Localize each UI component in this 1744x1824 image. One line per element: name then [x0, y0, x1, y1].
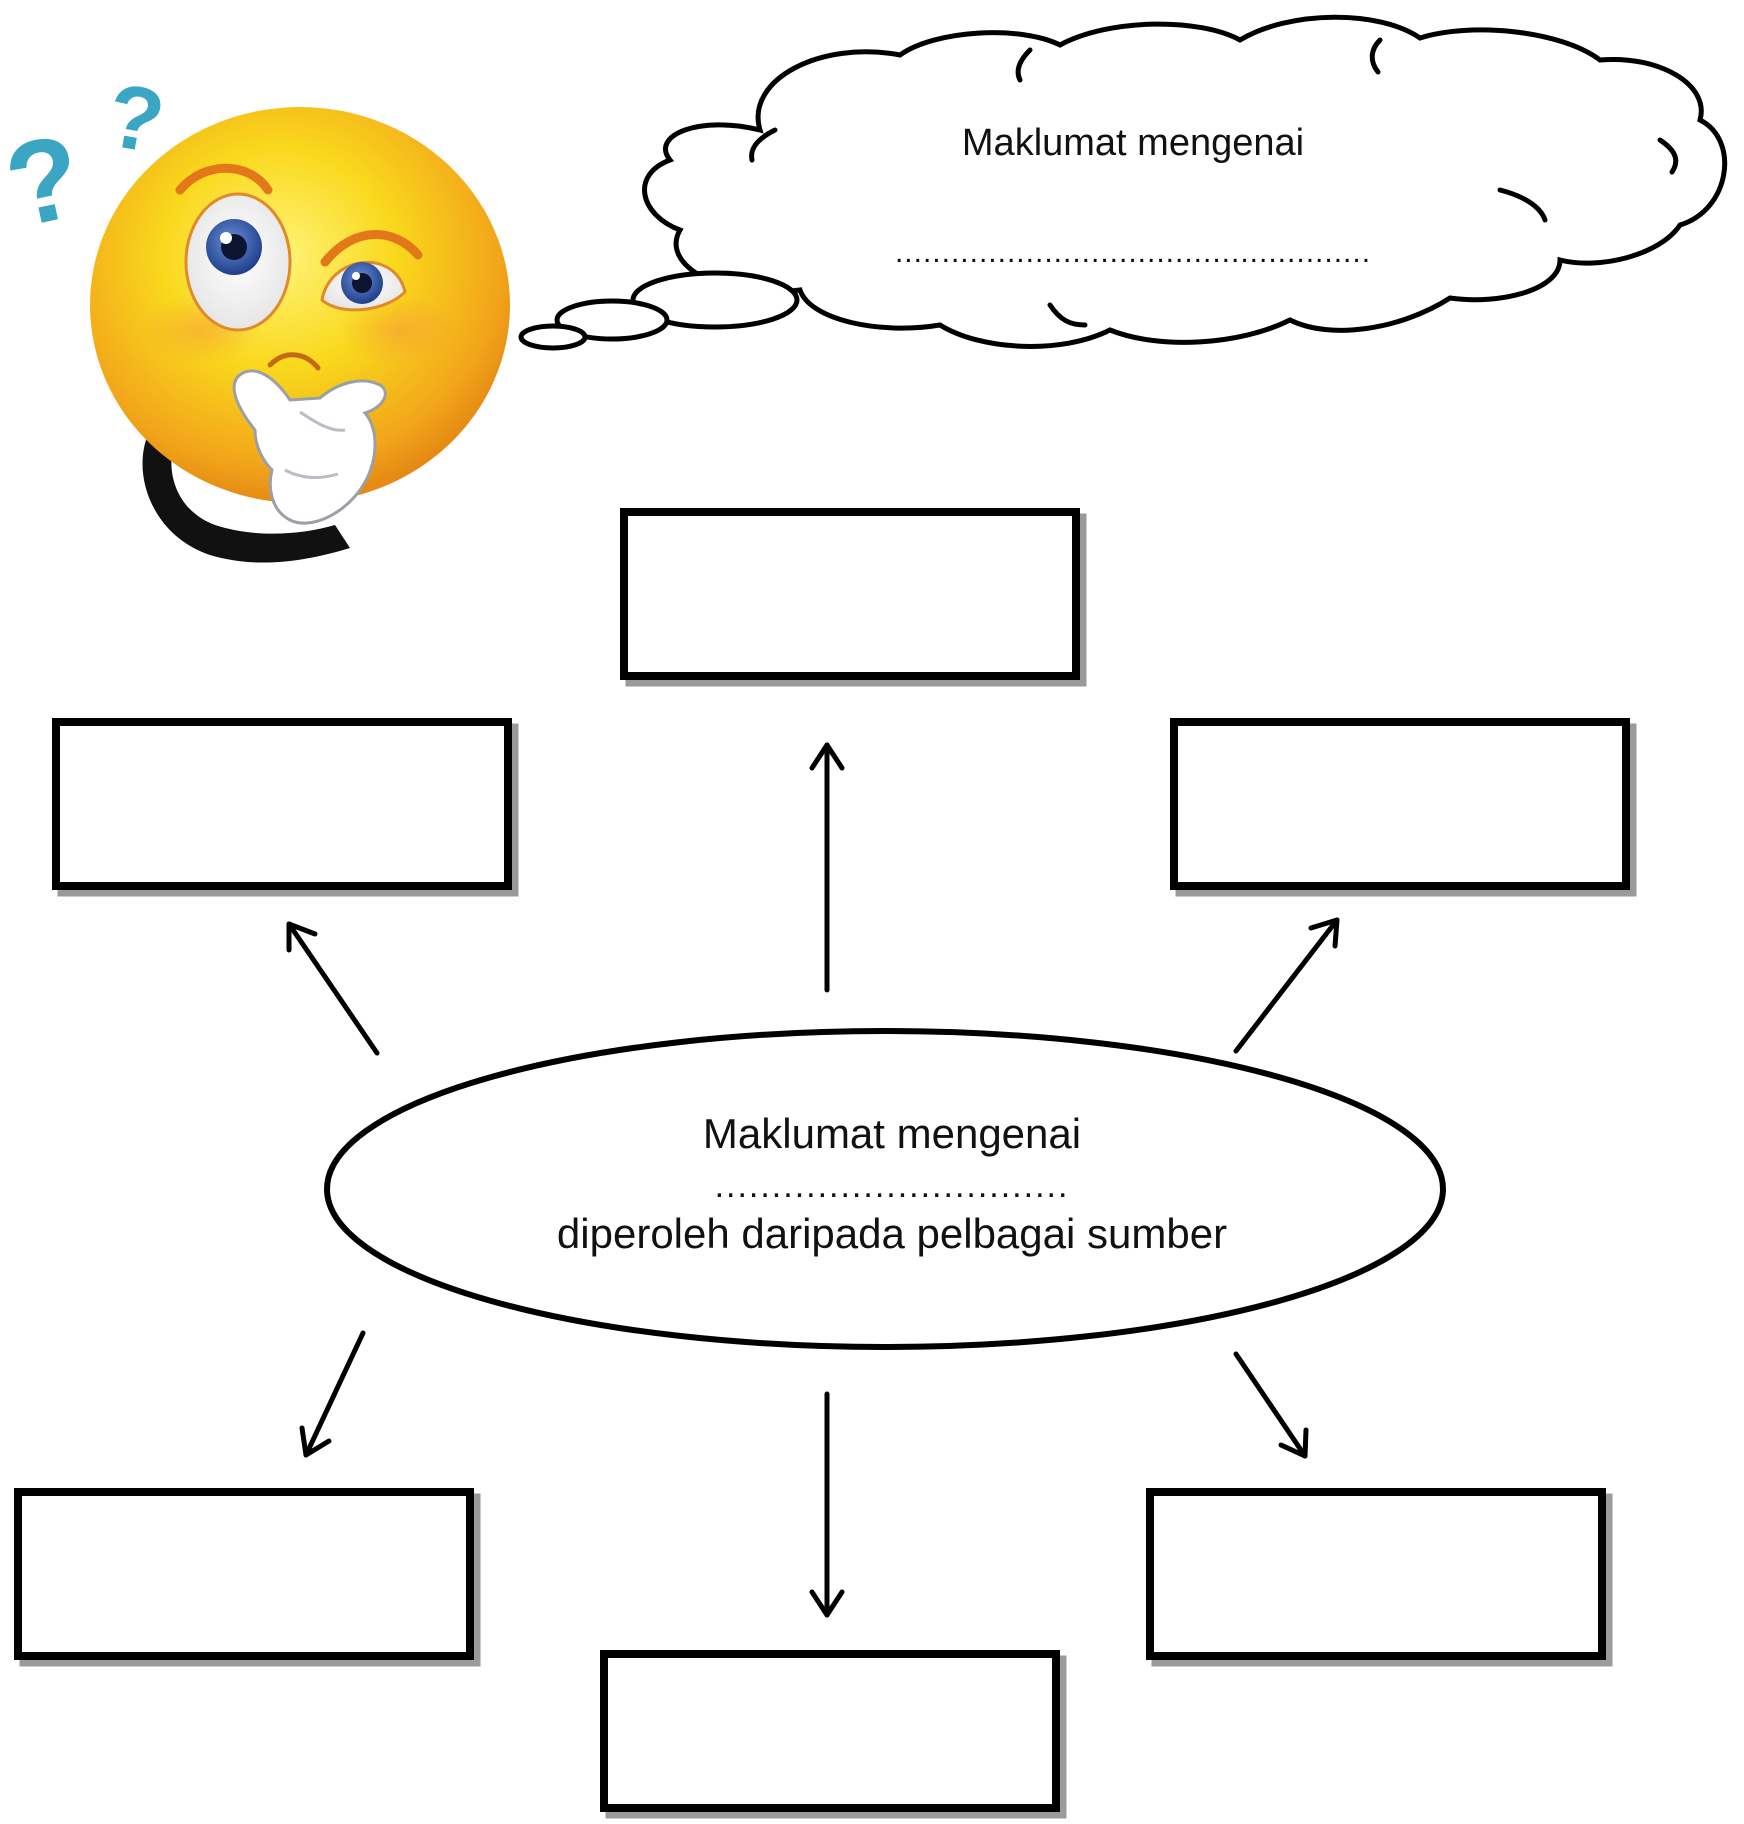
thinking-emoji-icon: ? ?	[0, 65, 510, 563]
answer-box-upper-right[interactable]	[1170, 718, 1637, 897]
arrow-lower-right	[1233, 1351, 1309, 1459]
face	[90, 107, 510, 503]
thought-bubble-line1: Maklumat mengenai	[962, 122, 1304, 164]
answer-box-lower-right[interactable]	[1146, 1488, 1613, 1667]
answer-box-upper-left[interactable]	[52, 718, 519, 897]
thought-bubble-dotted-line: ........................................…	[895, 236, 1371, 269]
svg-text:?: ?	[0, 109, 93, 253]
arrow-upper-right	[1233, 917, 1340, 1054]
center-text-line3: diperoleh daripada pelbagai sumber	[557, 1210, 1227, 1257]
arrow-upper-left	[286, 921, 380, 1056]
center-text-line1: Maklumat mengenai	[703, 1110, 1081, 1157]
center-dotted-line: ...............................	[715, 1167, 1070, 1205]
thought-cloud: Maklumat mengenai ......................…	[518, 14, 1728, 351]
answer-box-bottom[interactable]	[600, 1650, 1067, 1819]
arrow-down	[809, 1391, 845, 1618]
answer-box-top[interactable]	[620, 508, 1087, 687]
answer-box-lower-left[interactable]	[14, 1488, 481, 1667]
arrow-up	[809, 742, 845, 993]
central-ellipse: Maklumat mengenai ......................…	[324, 1028, 1446, 1350]
arrow-lower-left	[299, 1330, 366, 1458]
